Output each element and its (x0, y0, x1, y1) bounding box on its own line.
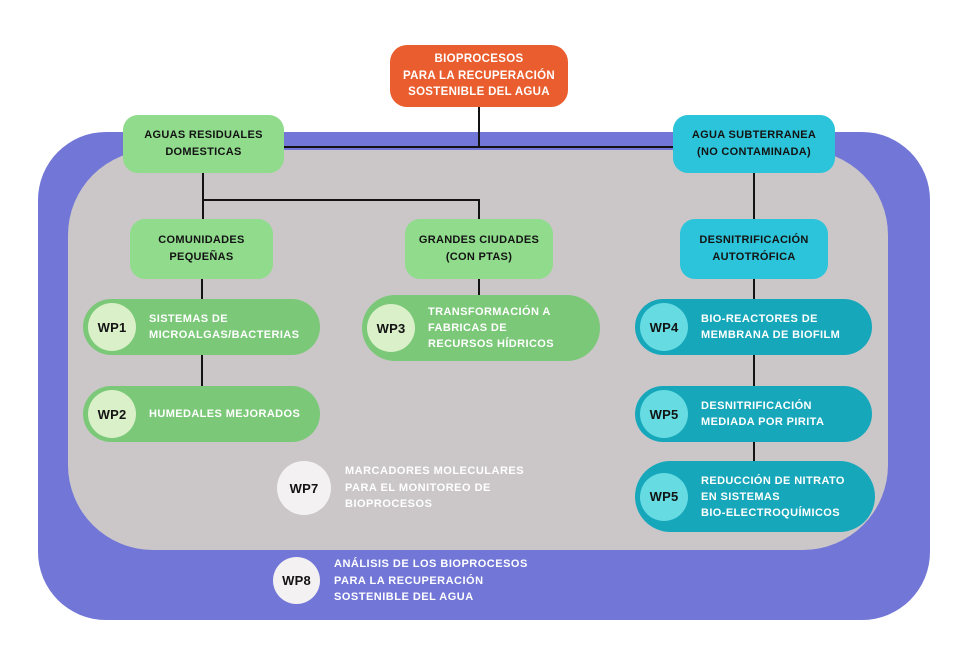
connector-wp1-wp2 (201, 354, 203, 387)
wp7-badge: WP7 (277, 461, 331, 515)
connector-top-horizontal (283, 146, 674, 148)
node-wp6: WP5 REDUCCIÓN DE NITRATO EN SISTEMAS BIO… (635, 461, 875, 532)
node-wp3: WP3 TRANSFORMACIÓN A FABRICAS DE RECURSO… (362, 295, 600, 361)
connector-wp4-wp5 (753, 354, 755, 387)
connector-title-down (478, 107, 480, 148)
node-wp4: WP4 BIO-REACTORES DE MEMBRANA DE BIOFILM (635, 299, 872, 355)
node-wp5: WP5 DESNITRIFICACIÓN MEDIADA POR PIRITA (635, 386, 872, 442)
connector-cities-wp3 (478, 278, 480, 296)
wp5-label: DESNITRIFICACIÓN MEDIADA POR PIRITA (701, 400, 825, 428)
connector-denit-wp4 (753, 278, 755, 300)
node-wp7: WP7 MARCADORES MOLECULARES PARA EL MONIT… (277, 461, 524, 515)
wp4-badge: WP4 (640, 303, 688, 351)
wp8-badge: WP8 (273, 557, 320, 605)
wp2-badge: WP2 (88, 390, 136, 438)
node-wp8: WP8 ANÁLISIS DE LOS BIOPROCESOS PARA LA … (273, 556, 528, 606)
connector-to-big-cities (478, 199, 480, 219)
node-groundwater: AGUA SUBTERRANEA (NO CONTAMINADA) (673, 115, 835, 173)
wp3-label: TRANSFORMACIÓN A FABRICAS DE RECURSOS HÍ… (428, 306, 554, 350)
wp5-badge: WP5 (640, 390, 688, 438)
wp2-label: HUMEDALES MEJORADOS (149, 408, 301, 420)
connector-left-horizontal (202, 199, 480, 201)
node-wp2: WP2 HUMEDALES MEJORADOS (83, 386, 320, 442)
node-wp1: WP1 SISTEMAS DE MICROALGAS/BACTERIAS (83, 299, 320, 355)
node-autotrophic-denitrification: DESNITRIFICACIÓN AUTOTRÓFICA (680, 219, 828, 279)
node-small-communities: COMUNIDADES PEQUEÑAS (130, 219, 273, 279)
connector-right-branch-down (753, 173, 755, 219)
wp4-label: BIO-REACTORES DE MEMBRANA DE BIOFILM (701, 313, 841, 341)
wp7-label: MARCADORES MOLECULARES PARA EL MONITOREO… (345, 465, 525, 511)
wp6-label: REDUCCIÓN DE NITRATO EN SISTEMAS BIO-ELE… (701, 474, 845, 519)
connector-communities-wp1 (201, 278, 203, 300)
wp6-badge: WP5 (640, 472, 688, 521)
wp1-badge: WP1 (88, 303, 136, 351)
wp3-badge: WP3 (367, 304, 415, 352)
node-domestic-wastewater: AGUAS RESIDUALES DOMESTICAS (123, 115, 284, 173)
wp8-label: ANÁLISIS DE LOS BIOPROCESOS PARA LA RECU… (334, 558, 528, 603)
wp1-label: SISTEMAS DE MICROALGAS/BACTERIAS (149, 313, 300, 341)
node-title: BIOPROCESOS PARA LA RECUPERACIÓN SOSTENI… (390, 45, 568, 107)
connector-wp5-wp6 (753, 441, 755, 462)
connector-left-branch-down (202, 173, 204, 219)
node-big-cities: GRANDES CIUDADES (CON PTAS) (405, 219, 553, 279)
